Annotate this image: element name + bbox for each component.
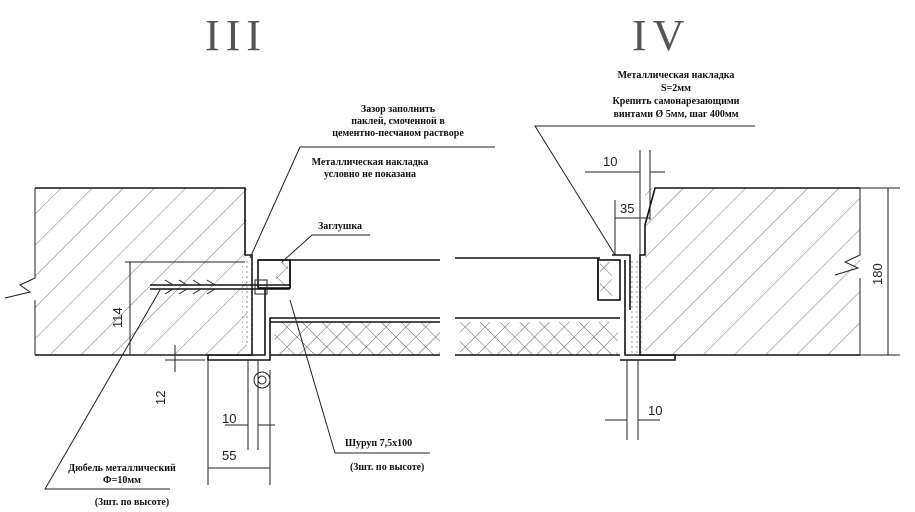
section-title-iv: IV [632, 11, 690, 60]
svg-text:Шуруп 7,5х100: Шуруп 7,5х100 [345, 438, 412, 449]
svg-text:винтами Ø 5мм, шаг 400мм: винтами Ø 5мм, шаг 400мм [613, 109, 738, 120]
svg-text:Ф=10мм: Ф=10мм [103, 475, 141, 486]
right-door-frame [455, 254, 676, 361]
dimension-35: 35 [614, 200, 651, 255]
note-plug: Заглушка [281, 221, 370, 263]
svg-text:цементно-песчаном растворе: цементно-песчаном растворе [332, 128, 464, 139]
svg-text:Крепить самонарезающими: Крепить самонарезающими [613, 96, 740, 107]
svg-text:Металлическая накладка: Металлическая накладка [312, 157, 429, 168]
dimension-114: 114 [110, 261, 245, 356]
svg-text:(3шт. по высоте): (3шт. по высоте) [350, 462, 424, 473]
svg-text:паклей, смоченной в: паклей, смоченной в [351, 116, 445, 127]
svg-text:10: 10 [222, 411, 236, 426]
dimension-12: 12 [153, 345, 205, 405]
note-gap-fill: Зазор заполнить паклей, смоченной в цеме… [249, 104, 495, 259]
note-plate-right: Металлическая накладка S=2мм Крепить сам… [534, 70, 755, 256]
dowel [150, 279, 290, 295]
svg-text:180: 180 [870, 263, 885, 285]
svg-text:10: 10 [648, 403, 662, 418]
svg-text:Дюбель металлический: Дюбель металлический [68, 463, 176, 474]
svg-text:35: 35 [620, 201, 634, 216]
note-dowel: Дюбель металлический Ф=10мм (3шт. по выс… [44, 289, 176, 508]
svg-text:114: 114 [110, 307, 125, 328]
left-door-frame [207, 259, 440, 389]
note-screw: Шуруп 7,5х100 (3шт. по высоте) [289, 299, 430, 473]
svg-text:S=2мм: S=2мм [661, 83, 691, 94]
section-title-iii: III [205, 11, 267, 60]
note-plate-not-shown: Металлическая накладка условно не показа… [312, 157, 429, 180]
dimension-10-right-top: 10 [585, 150, 665, 255]
svg-text:55: 55 [222, 448, 236, 463]
svg-text:12: 12 [153, 391, 168, 405]
dimension-55: 55 [207, 360, 271, 485]
dimension-10-left: 10 [222, 360, 275, 450]
svg-text:условно не показана: условно не показана [324, 169, 416, 180]
left-wall [4, 187, 256, 356]
dimension-180: 180 [860, 187, 900, 356]
svg-text:Металлическая накладка: Металлическая накладка [618, 70, 735, 81]
svg-text:(3шт. по высоте): (3шт. по высоте) [95, 497, 169, 508]
svg-text:Заглушка: Заглушка [318, 221, 362, 232]
dimension-10-right-bottom: 10 [605, 360, 662, 440]
svg-text:10: 10 [603, 154, 617, 169]
svg-text:Зазор заполнить: Зазор заполнить [361, 104, 436, 115]
right-wall [628, 187, 861, 356]
